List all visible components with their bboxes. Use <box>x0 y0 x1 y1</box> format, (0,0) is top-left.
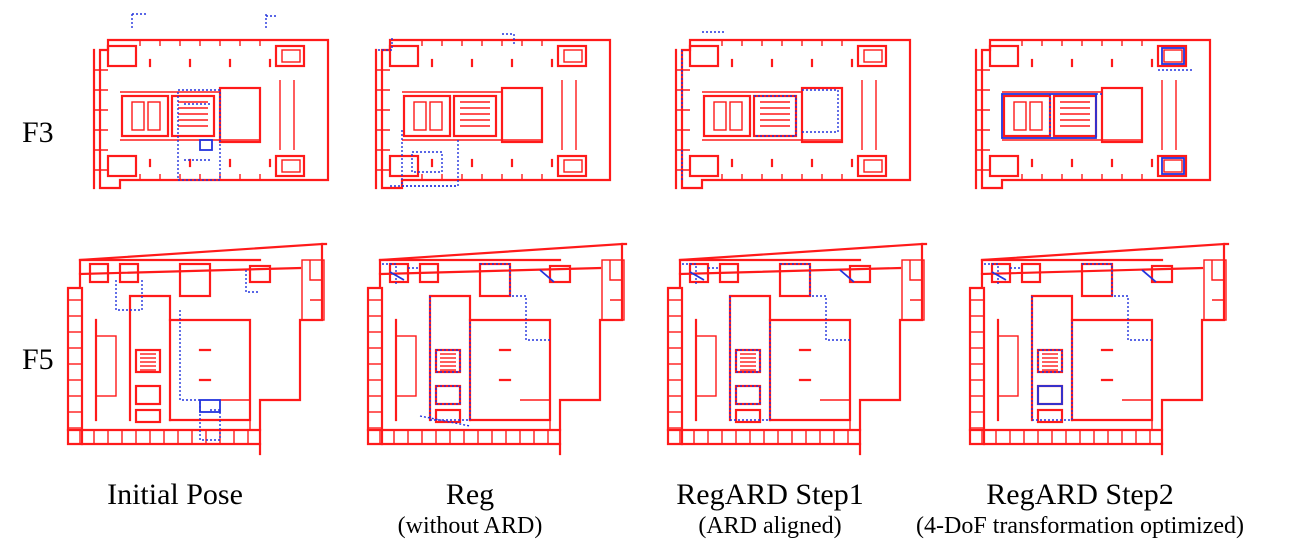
f5-regard-step1-panel <box>660 240 930 460</box>
floor-plan-f3 <box>374 33 612 190</box>
f3-regard-step2-panel <box>962 10 1212 195</box>
floor-plan-drawing <box>92 13 330 190</box>
caption-initial-pose: Initial Pose <box>25 478 325 512</box>
floor-plan-f5 <box>66 242 328 456</box>
caption-regard-step2-subtitle: (4-DoF transformation optimized) <box>916 513 1244 539</box>
floor-plan-drawing <box>66 242 328 456</box>
f5-reg-panel <box>360 240 630 460</box>
row-label-f5: F5 <box>22 343 54 376</box>
floor-plan-drawing <box>674 31 912 190</box>
caption-regard-step2-title: RegARD Step2 <box>986 478 1174 511</box>
floor-plan-f5 <box>968 242 1230 456</box>
f3-reg-panel <box>362 10 612 195</box>
caption-regard-step1: RegARD Step1 (ARD aligned) <box>620 478 920 540</box>
floor-plan-f5 <box>666 242 928 456</box>
floor-plan-drawing <box>666 242 928 456</box>
caption-regard-step1-subtitle: (ARD aligned) <box>698 513 842 539</box>
floor-plan-drawing <box>968 242 1230 456</box>
f3-initial-pose-panel <box>80 10 330 195</box>
floor-plan-f5 <box>366 242 628 456</box>
caption-reg-title: Reg <box>445 478 495 511</box>
floor-plan-f3 <box>674 31 912 190</box>
f3-regard-step1-panel <box>662 10 912 195</box>
caption-regard-step2: RegARD Step2 (4-DoF transformation optim… <box>900 478 1260 540</box>
f5-initial-pose-panel <box>60 240 330 460</box>
floor-plan-f3 <box>974 38 1212 190</box>
floor-plan-drawing <box>374 33 612 190</box>
row-label-f3: F3 <box>22 116 54 149</box>
floor-plan-f3 <box>92 13 330 190</box>
caption-initial-pose-title: Initial Pose <box>107 478 243 511</box>
caption-regard-step1-title: RegARD Step1 <box>676 478 864 511</box>
caption-reg: Reg (without ARD) <box>320 478 620 540</box>
floor-plan-drawing <box>974 38 1212 190</box>
f5-regard-step2-panel <box>962 240 1232 460</box>
floor-plan-drawing <box>366 242 628 456</box>
caption-reg-subtitle: (without ARD) <box>397 513 543 539</box>
